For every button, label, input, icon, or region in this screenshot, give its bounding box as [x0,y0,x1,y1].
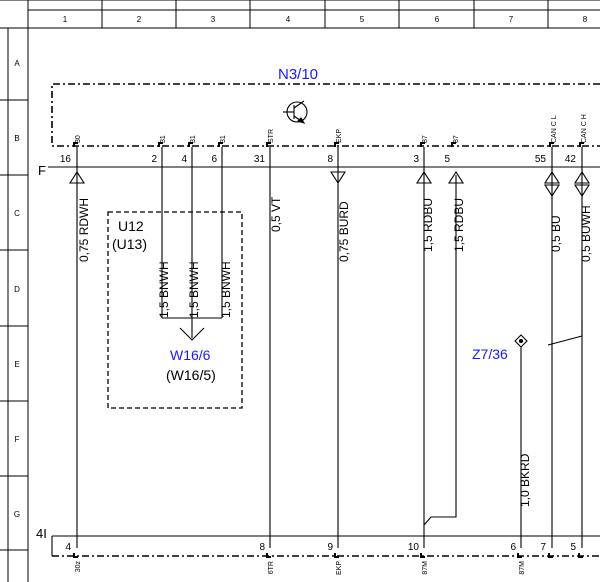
wire-label: 1,5 BNWH [157,261,171,318]
wire-label: 1,5 RDBU [452,198,466,252]
rail-f-label: F [38,163,46,178]
pin-name: EKP [336,129,343,143]
arrow-down-icon [573,184,591,198]
wire-label: 1,0 BKRD [518,453,532,507]
top-pin-ticks [73,142,584,147]
wire-label: 1,5 BNWH [187,261,201,318]
pin-name: 87M [519,561,526,575]
pin-name: 30z [75,561,82,573]
arrow-up-icon [543,170,561,184]
wire-label: 1,5 RDBU [421,198,435,252]
pin-name: STR [268,129,275,143]
arrow-up-icon [447,170,465,184]
pin-name: 87 [422,135,429,143]
pin-name: CAN C H [581,114,588,143]
pin-name: EKP [336,561,343,575]
row-label: F [15,435,20,444]
module-label: N3/10 [278,66,318,83]
pin-name: 31 [190,135,197,143]
pin-name: 31 [220,135,227,143]
connector-z7-36-icon [514,334,528,348]
row-label: A [14,59,20,68]
col-label: 1 [63,15,68,24]
pin-number: 8 [259,542,265,553]
arrow-down-icon [543,184,561,198]
pin-name: 6TR [268,561,275,574]
grid-row-ticks [0,99,28,551]
col-label: 3 [211,15,216,24]
pin-number: 8 [327,154,333,165]
wire-arrows [68,170,591,198]
u12-label: U12 [118,218,144,234]
pin-number: 4 [65,542,71,553]
top-pin-names: 30 31 31 31 STR EKP 87 87 CAN C L CAN C … [75,114,588,143]
col-label: 7 [509,15,514,24]
row-label: C [14,209,20,218]
arrow-up-icon [415,170,433,184]
col-label: 2 [137,15,142,24]
module-n3-10-outline [51,83,600,147]
wire-label: 0,75 BURD [337,201,351,262]
pin-number: 9 [327,542,333,553]
pin-number: 4 [181,154,187,165]
arrow-up-icon [573,170,591,184]
row-label: G [14,510,20,519]
transistor-icon [283,100,308,124]
wire-label: 1,5 BNWH [219,261,233,318]
wire-label: 0,5 VT [269,196,283,232]
bottom-pin-ticks [73,553,583,558]
pin-name: 87 [453,135,460,143]
pin-number: 3 [413,154,419,165]
u12-box [107,211,243,409]
row-label: E [14,360,19,369]
pin-number: 10 [408,542,420,553]
pin-number: 6 [211,154,217,165]
pin-name: CAN C L [551,115,558,143]
wire-label: 0,75 RDWH [77,198,91,262]
pin-number: 5 [444,154,450,165]
col-label: 5 [360,15,365,24]
pin-number: 55 [535,154,547,165]
wire-label: 0,5 BUWH [579,205,593,262]
pin-number: 2 [151,154,157,165]
arrow-up-icon [68,170,86,184]
pin-number: 7 [540,542,546,553]
can-twist-line [547,320,583,346]
connector-label: Z7/36 [472,346,508,362]
ground-alt-label: (W16/5) [166,367,216,383]
u13-label: (U13) [112,236,147,252]
row-label: D [14,285,20,294]
pin-name: 30 [75,135,82,143]
row-label: B [14,134,19,143]
wire-label: 0,5 BU [549,215,563,252]
arrow-down-icon [329,171,347,185]
pin-number: 42 [565,154,577,165]
col-label: 6 [435,15,440,24]
pin-number: 5 [570,542,576,553]
wires [76,147,583,548]
ground-label: W16/6 [170,347,211,363]
pin-number: 31 [254,154,266,165]
grid-column-ticks [101,0,549,28]
pin-number: 6 [510,542,516,553]
pin-name: 31 [160,135,167,143]
col-label: 8 [583,15,588,24]
rail-4i-label: 4I [36,526,47,541]
pin-name: 87M [422,561,429,575]
col-label: 4 [286,15,291,24]
wire-rdbu-loop [423,147,457,527]
pin-number: 16 [60,154,72,165]
ground-arrow [179,327,205,341]
